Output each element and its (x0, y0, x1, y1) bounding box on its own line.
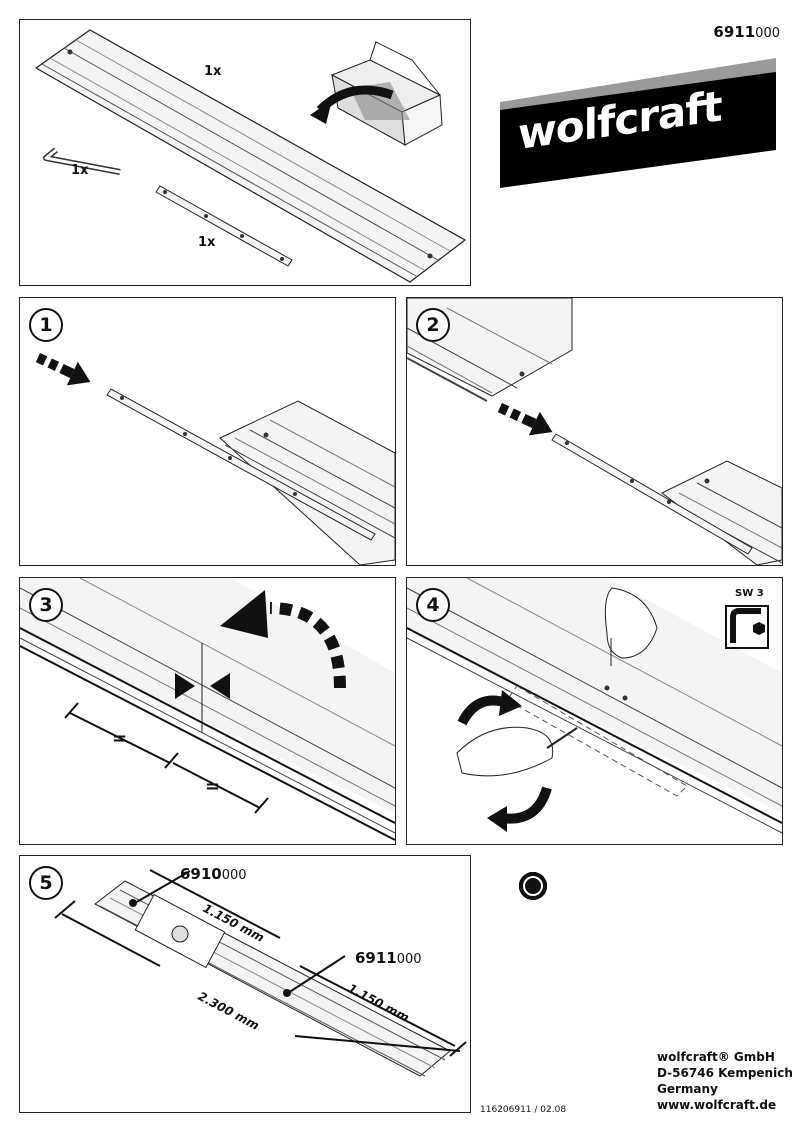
step-4-illustration (407, 578, 782, 834)
step-3-number: 3 (29, 588, 63, 622)
article-6911-label: 6911000 (355, 949, 422, 967)
equal-spacing-right: = (205, 776, 221, 797)
step-3-panel: 3 = = (19, 577, 396, 845)
step-1-panel: 1 (19, 297, 396, 566)
equal-spacing-left: = (112, 728, 128, 749)
step-5-number: 5 (29, 866, 63, 900)
company-city: D-56746 Kempenich (657, 1066, 793, 1080)
tool-size-label: SW 3 (735, 588, 764, 599)
step-1-number: 1 (29, 308, 63, 342)
profile-quantity: 1x (204, 64, 222, 79)
step-1-illustration (35, 353, 395, 565)
connector-quantity: 1x (198, 235, 216, 250)
article-number: 6911000 (713, 23, 780, 41)
step-2-number: 2 (416, 308, 450, 342)
company-name: wolfcraft® GmbH (657, 1050, 775, 1064)
registered-mark: ® (752, 80, 768, 99)
article-6910-label: 6910000 (180, 865, 247, 883)
contents-illustration (34, 29, 467, 283)
step-2-panel: 2 (406, 297, 783, 566)
company-website[interactable]: www.wolfcraft.de (657, 1098, 777, 1112)
step-5-panel: 5 6910000 6911000 1.150 mm 1.150 mm 2.30… (19, 855, 471, 1113)
step-2-illustration (407, 298, 782, 565)
step-4-number: 4 (416, 588, 450, 622)
step-3-illustration (20, 578, 395, 841)
document-number: 116206911 / 02.08 (480, 1105, 567, 1115)
step-4-panel: 4 SW 3 (406, 577, 783, 845)
contents-panel: 1x 1x 1x (19, 19, 471, 286)
hex-key-quantity: 1x (71, 163, 89, 178)
step-5-illustration (54, 869, 467, 1077)
unplug-icon (519, 872, 547, 900)
company-address: wolfcraft® GmbH D-56746 Kempenich German… (657, 1049, 793, 1113)
company-country: Germany (657, 1082, 718, 1096)
wolfcraft-logo: wolfcraft ® (500, 58, 776, 190)
hex-key-icon (725, 605, 769, 649)
